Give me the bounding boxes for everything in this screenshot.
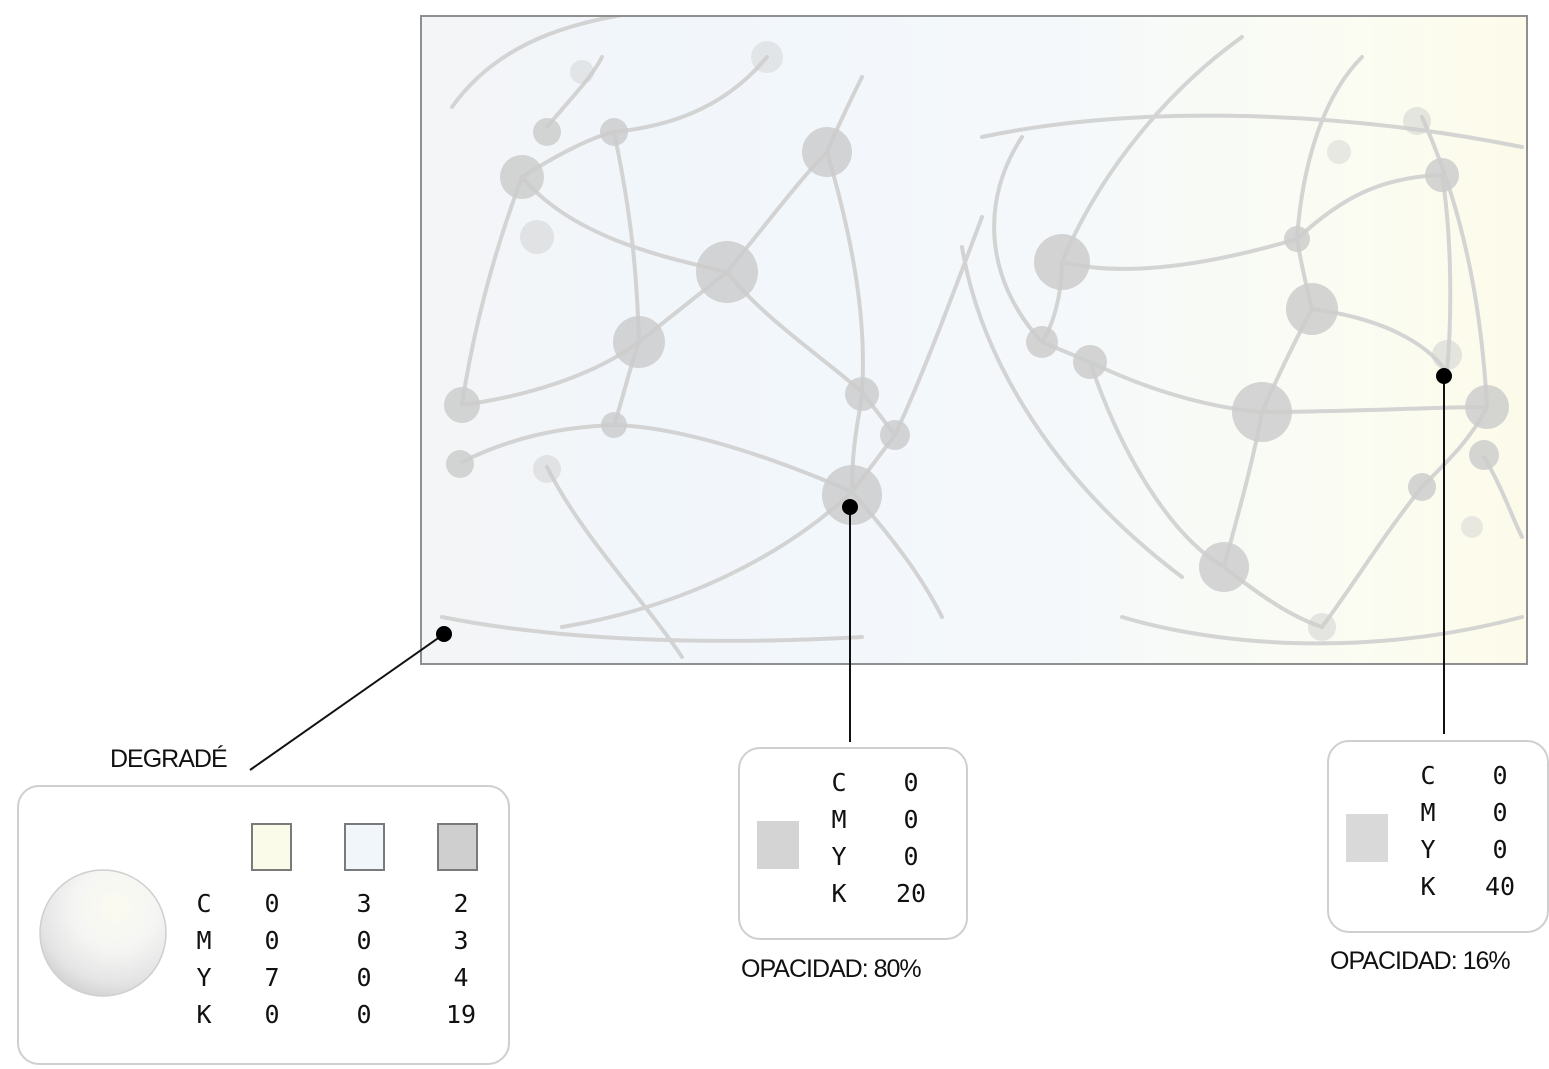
degrade-column-2: 3 0 0 0	[349, 885, 379, 1033]
line-values: 0 0 0 40	[1477, 757, 1523, 905]
row-label-y: Y	[196, 963, 212, 992]
node-opacity-label: OPACIDAD: 80%	[741, 955, 922, 983]
value-cell: 2	[453, 889, 469, 918]
value-cell: 0	[264, 1000, 280, 1029]
value-cell: 0	[1492, 798, 1508, 827]
node-values: 0 0 0 20	[888, 764, 934, 912]
network-graphic	[440, 17, 1524, 659]
value-cell: 4	[453, 963, 469, 992]
degrade-callout: C M Y K 0 0 7 0 3 0 0 0 2 3 4 19	[17, 785, 510, 1065]
line-color-callout: C M Y K 0 0 0 40	[1327, 740, 1549, 933]
row-label-c: C	[196, 889, 212, 918]
degrade-label: DEGRADÉ	[110, 745, 228, 773]
value-cell: 20	[895, 879, 927, 908]
row-label-m: M	[831, 805, 847, 834]
row-label-m: M	[196, 926, 212, 955]
value-cell: 0	[356, 926, 372, 955]
value-cell: 40	[1484, 872, 1516, 901]
degrade-swatch-gray	[437, 823, 478, 871]
degrade-leader-line	[249, 633, 445, 771]
node-color-swatch	[757, 821, 799, 869]
degrade-column-1: 0 0 7 0	[257, 885, 287, 1033]
value-cell: 0	[1492, 761, 1508, 790]
row-label-k: K	[1420, 872, 1436, 901]
value-cell: 0	[903, 768, 919, 797]
gradient-sphere	[39, 869, 167, 997]
line-color-swatch	[1346, 814, 1388, 862]
degrade-swatch-yellow	[251, 823, 292, 871]
line-row-labels: C M Y K	[1411, 757, 1445, 905]
row-label-c: C	[1420, 761, 1436, 790]
degrade-swatch-blue	[344, 823, 385, 871]
line-opacity-label: OPACIDAD: 16%	[1330, 947, 1511, 975]
value-cell: 19	[445, 1000, 477, 1029]
value-cell: 0	[264, 926, 280, 955]
degrade-column-3: 2 3 4 19	[437, 885, 485, 1033]
degrade-row-labels: C M Y K	[189, 885, 219, 1033]
value-cell: 0	[356, 963, 372, 992]
value-cell: 3	[453, 926, 469, 955]
value-cell: 3	[356, 889, 372, 918]
value-cell: 0	[356, 1000, 372, 1029]
value-cell: 0	[1492, 835, 1508, 864]
row-label-m: M	[1420, 798, 1436, 827]
value-cell: 0	[903, 805, 919, 834]
network-illustration	[420, 15, 1528, 665]
node-row-labels: C M Y K	[822, 764, 856, 912]
node-color-callout: C M Y K 0 0 0 20	[738, 747, 968, 940]
row-label-k: K	[196, 1000, 212, 1029]
value-cell: 0	[264, 889, 280, 918]
row-label-y: Y	[831, 842, 847, 871]
row-label-y: Y	[1420, 835, 1436, 864]
value-cell: 0	[903, 842, 919, 871]
row-label-c: C	[831, 768, 847, 797]
value-cell: 7	[264, 963, 280, 992]
row-label-k: K	[831, 879, 847, 908]
